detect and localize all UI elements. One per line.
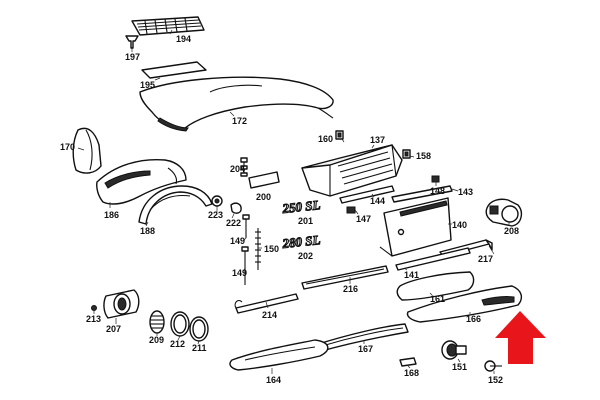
- label-140: 140: [452, 220, 467, 230]
- part-208-bezel[interactable]: [485, 198, 523, 227]
- label-144: 144: [370, 196, 385, 206]
- part-151-lock[interactable]: [441, 340, 467, 360]
- label-223: 223: [208, 210, 223, 220]
- label-195: 195: [140, 80, 155, 90]
- label-149-lower: 149: [232, 268, 247, 278]
- part-170-side-trim[interactable]: [72, 127, 102, 174]
- label-137: 137: [370, 135, 385, 145]
- part-158-clip[interactable]: [402, 149, 411, 159]
- part-152-key[interactable]: [484, 360, 502, 372]
- part-number-labels: 194 197 195 172 170 186 188 223 222 204 …: [60, 34, 519, 385]
- leader-lines: [77, 29, 510, 374]
- label-214: 214: [262, 310, 277, 320]
- part-172-dash-top[interactable]: [139, 76, 334, 132]
- part-214-strip[interactable]: [234, 293, 299, 314]
- label-160: 160: [318, 134, 333, 144]
- part-204-bolts[interactable]: [240, 157, 248, 177]
- part-143-rail[interactable]: [391, 185, 453, 203]
- label-212: 212: [170, 339, 185, 349]
- part-161-knee-pad[interactable]: [396, 271, 475, 301]
- part-150-spring[interactable]: [255, 228, 261, 270]
- label-186: 186: [104, 210, 119, 220]
- part-144-rail[interactable]: [339, 185, 395, 204]
- part-209-grille[interactable]: [149, 310, 165, 334]
- label-216: 216: [343, 284, 358, 294]
- label-188: 188: [140, 226, 155, 236]
- label-222: 222: [226, 218, 241, 228]
- part-213-screw[interactable]: [91, 305, 97, 311]
- emblem-280sl-text: 280 SL: [281, 232, 321, 251]
- part-141-rail[interactable]: [395, 247, 471, 271]
- label-194: 194: [176, 34, 191, 44]
- part-149-screw[interactable]: [242, 214, 250, 238]
- part-202-emblem[interactable]: 280 SL: [280, 232, 321, 252]
- label-204: 204: [230, 164, 245, 174]
- label-201: 201: [298, 216, 313, 226]
- label-150: 150: [264, 244, 279, 254]
- part-200-plate[interactable]: [248, 171, 280, 189]
- label-168: 168: [404, 368, 419, 378]
- label-208: 208: [504, 226, 519, 236]
- part-164-bottom-panel[interactable]: [229, 339, 329, 371]
- label-141: 141: [404, 270, 419, 280]
- label-161: 161: [430, 294, 445, 304]
- label-172: 172: [232, 116, 247, 126]
- label-149-upper: 149: [230, 236, 245, 246]
- label-152: 152: [488, 375, 503, 385]
- part-167-lower-strip[interactable]: [314, 323, 409, 353]
- label-166: 166: [466, 314, 481, 324]
- label-151: 151: [452, 362, 467, 372]
- label-147: 147: [356, 214, 371, 224]
- part-148-stud[interactable]: [431, 175, 440, 183]
- part-207-bezel[interactable]: [103, 289, 140, 319]
- part-137-glovebox-housing[interactable]: [301, 144, 403, 197]
- label-217: 217: [478, 254, 493, 264]
- label-148: 148: [430, 186, 445, 196]
- label-200: 200: [256, 192, 271, 202]
- part-212-ring[interactable]: [170, 311, 190, 337]
- part-211-ring[interactable]: [189, 316, 209, 342]
- part-166-lower-trim[interactable]: [406, 285, 523, 323]
- part-223-knob[interactable]: [211, 195, 223, 207]
- part-194-grille[interactable]: [131, 16, 205, 36]
- label-209: 209: [149, 335, 164, 345]
- part-201-emblem[interactable]: 250 SL: [280, 197, 321, 217]
- label-158: 158: [416, 151, 431, 161]
- part-147-latch[interactable]: [346, 206, 356, 214]
- label-167: 167: [358, 344, 373, 354]
- label-170: 170: [60, 142, 75, 152]
- part-195-pad[interactable]: [141, 61, 207, 79]
- red-arrow-up-icon: [495, 311, 546, 364]
- part-168-bracket[interactable]: [399, 357, 417, 367]
- part-140-glovebox-lid[interactable]: [379, 197, 452, 257]
- part-186-cowl[interactable]: [96, 158, 187, 205]
- part-160-clip[interactable]: [335, 130, 344, 140]
- label-197: 197: [125, 52, 140, 62]
- part-222-bracket[interactable]: [230, 202, 242, 214]
- label-164: 164: [266, 375, 281, 385]
- part-188-arch[interactable]: [138, 185, 213, 225]
- part-197-clip[interactable]: [125, 35, 139, 49]
- part-149-rod[interactable]: [241, 246, 249, 285]
- label-143: 143: [458, 187, 473, 197]
- label-213: 213: [86, 314, 101, 324]
- emblem-250sl-text: 250 SL: [281, 197, 321, 216]
- label-202: 202: [298, 251, 313, 261]
- part-216-strip[interactable]: [301, 265, 389, 290]
- label-207: 207: [106, 324, 121, 334]
- label-211: 211: [192, 343, 207, 353]
